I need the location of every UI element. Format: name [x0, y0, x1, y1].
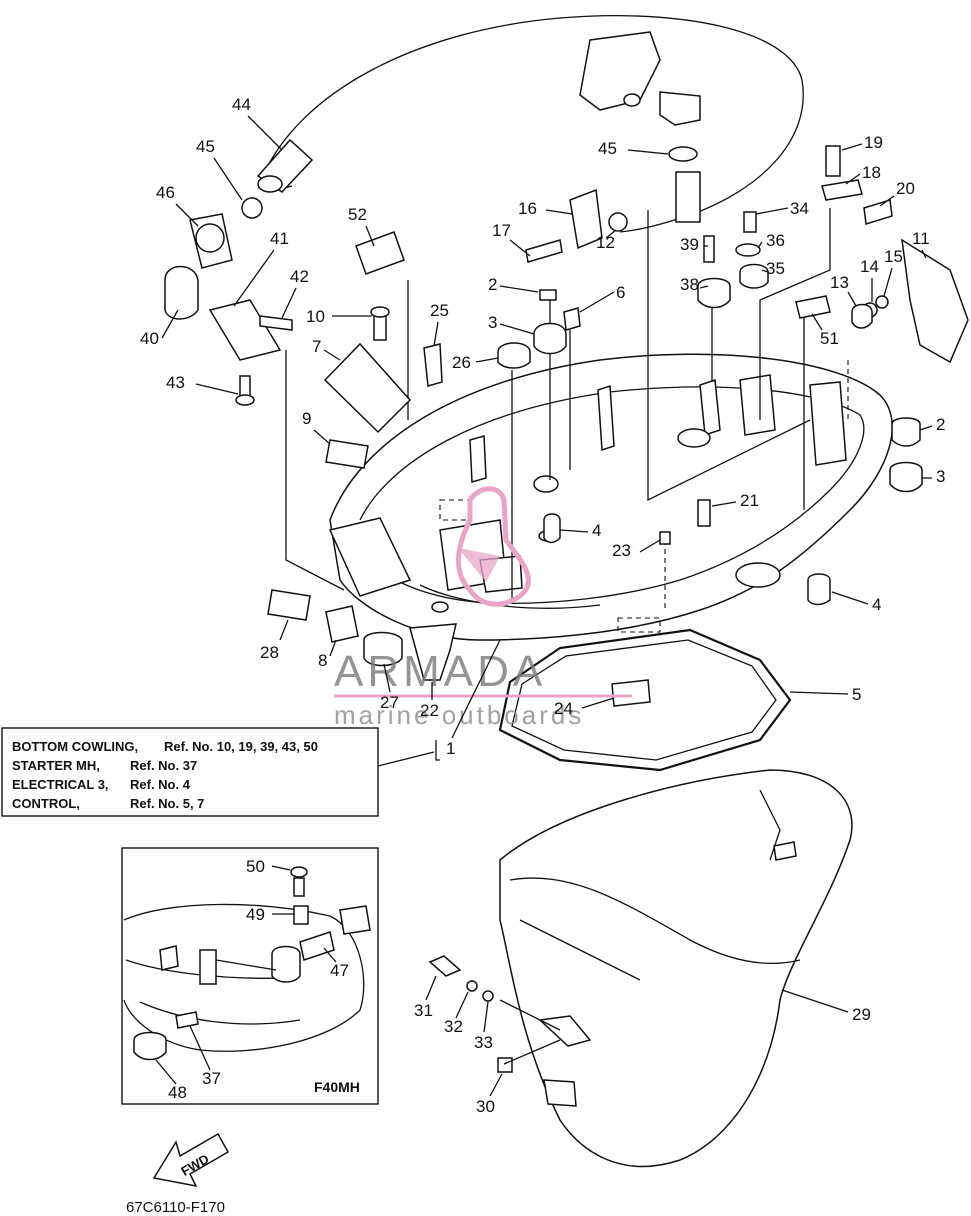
callout-24: 24 — [554, 699, 573, 718]
callout-18: 18 — [862, 163, 881, 182]
callout-29: 29 — [852, 1005, 871, 1024]
watermark-brand: ARMADA — [334, 647, 546, 696]
fwd-arrow: FWD — [152, 1132, 230, 1188]
callout-22: 22 — [420, 701, 439, 720]
callout-5: 5 — [852, 685, 861, 704]
callout-37: 37 — [202, 1069, 221, 1088]
callout-15: 15 — [884, 247, 903, 266]
callout-21: 21 — [740, 491, 759, 510]
callout-2b: 2 — [936, 415, 945, 434]
callout-14: 14 — [860, 257, 879, 276]
callout-19: 19 — [864, 133, 883, 152]
callout-4a: 4 — [592, 521, 601, 540]
callout-20: 20 — [896, 179, 915, 198]
callout-8: 8 — [318, 651, 327, 670]
callout-34: 34 — [790, 199, 809, 218]
gasket — [498, 628, 792, 772]
cowling-lever — [901, 238, 969, 364]
watermark: ARMADA marine outboards — [334, 486, 632, 730]
callout-13: 13 — [830, 273, 849, 292]
ref-row-2-ref: Ref. No. 37 — [130, 758, 197, 773]
callout-2a: 2 — [488, 275, 497, 294]
callout-7: 7 — [312, 337, 321, 356]
inset-model-label: F40MH — [314, 1079, 360, 1095]
callout-47: 47 — [330, 961, 349, 980]
callout-49: 49 — [246, 905, 265, 924]
ref-row-4-ref: Ref. No. 5, 7 — [130, 796, 204, 811]
callout-3a: 3 — [488, 313, 497, 332]
callout-12: 12 — [596, 233, 615, 252]
callout-25: 25 — [430, 301, 449, 320]
callout-23: 23 — [612, 541, 631, 560]
callout-31: 31 — [414, 1001, 433, 1020]
callout-52: 52 — [348, 205, 367, 224]
inset-detail: 50 49 47 37 48 F40MH — [121, 847, 379, 1105]
ref-row-3-name: ELECTRICAL 3, — [12, 777, 109, 792]
callout-40: 40 — [140, 329, 159, 348]
callout-45a: 45 — [196, 137, 215, 156]
callout-43: 43 — [166, 373, 185, 392]
callout-9: 9 — [302, 409, 311, 428]
callout-6: 6 — [616, 283, 625, 302]
lower-casing — [499, 769, 853, 1168]
callout-32: 32 — [444, 1017, 463, 1036]
callout-44: 44 — [232, 95, 251, 114]
callout-45b: 45 — [598, 139, 617, 158]
callout-35: 35 — [766, 259, 785, 278]
watermark-tagline: marine outboards — [334, 700, 584, 730]
callout-numbers: 44 45 46 41 42 40 43 52 10 7 9 25 26 2 3… — [140, 95, 945, 1116]
callout-28: 28 — [260, 643, 279, 662]
callout-4b: 4 — [872, 595, 881, 614]
reference-box: BOTTOM COWLING, Ref. No. 10, 19, 39, 43,… — [1, 727, 379, 817]
callout-1: 1 — [446, 739, 455, 758]
callout-10: 10 — [306, 307, 325, 326]
callout-33: 33 — [474, 1033, 493, 1052]
callout-16: 16 — [518, 199, 537, 218]
callout-11: 11 — [912, 229, 930, 248]
ref-row-3-ref: Ref. No. 4 — [130, 777, 191, 792]
callout-3b: 3 — [936, 467, 945, 486]
ref-row-1-ref: Ref. No. 10, 19, 39, 43, 50 — [164, 739, 318, 754]
callout-39: 39 — [680, 235, 699, 254]
ref-row-4-name: CONTROL, — [12, 796, 80, 811]
callout-51: 51 — [820, 329, 839, 348]
callout-50: 50 — [246, 857, 265, 876]
callout-27: 27 — [380, 693, 399, 712]
label-sticker — [355, 231, 405, 275]
grommet — [164, 265, 199, 320]
callout-42: 42 — [290, 267, 309, 286]
callout-48: 48 — [168, 1083, 187, 1102]
callout-17: 17 — [492, 221, 511, 240]
drawing-code: 67C6110-F170 — [126, 1199, 225, 1216]
callout-46: 46 — [156, 183, 175, 202]
ref-row-1-name: BOTTOM COWLING, — [12, 739, 138, 754]
callout-41: 41 — [270, 229, 289, 248]
callout-26: 26 — [452, 353, 471, 372]
callout-36: 36 — [766, 231, 785, 250]
callout-30: 30 — [476, 1097, 495, 1116]
ref-row-2-name: STARTER MH, — [12, 758, 100, 773]
callout-38: 38 — [680, 275, 699, 294]
